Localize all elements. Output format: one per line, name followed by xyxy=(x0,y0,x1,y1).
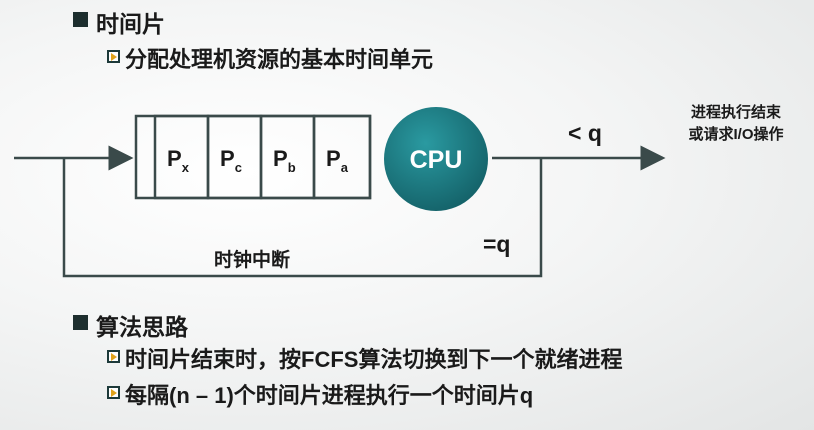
exit-label-line2: 或请求I/O操作 xyxy=(688,125,783,143)
sub-bullet-arrow-icon xyxy=(107,386,120,399)
cpu-label: CPU xyxy=(410,146,463,174)
cpu-circle xyxy=(384,107,488,211)
sub-bullet-arrow-icon xyxy=(107,350,120,363)
heading-bullet-square xyxy=(73,315,88,330)
section2-heading: 算法思路 xyxy=(96,314,188,340)
queue-cell xyxy=(312,114,372,200)
equal-q-label: =q xyxy=(483,231,510,257)
queue-process-x: Px xyxy=(167,146,190,175)
section1-subtext: 分配处理机资源的基本时间单元 xyxy=(125,47,434,72)
section1-heading: 时间片 xyxy=(96,11,165,37)
sub-bullet-arrow-icon xyxy=(107,50,120,63)
clock-interrupt-label: 时钟中断 xyxy=(214,248,290,271)
heading-bullet-square xyxy=(73,12,88,27)
exit-label-line1: 进程执行结束 xyxy=(691,103,782,121)
less-than-q-label: < q xyxy=(568,120,602,146)
queue-process-a: Pa xyxy=(326,146,349,175)
queue-process-c: Pc xyxy=(220,146,242,175)
feedback-loop-line xyxy=(62,158,543,278)
section2-item-1: 时间片结束时，按FCFS算法切换到下一个就绪进程 xyxy=(125,347,623,372)
section2-item-2: 每隔(n – 1)个时间片进程执行一个时间片q xyxy=(125,383,534,408)
queue-process-b: Pb xyxy=(273,146,296,175)
